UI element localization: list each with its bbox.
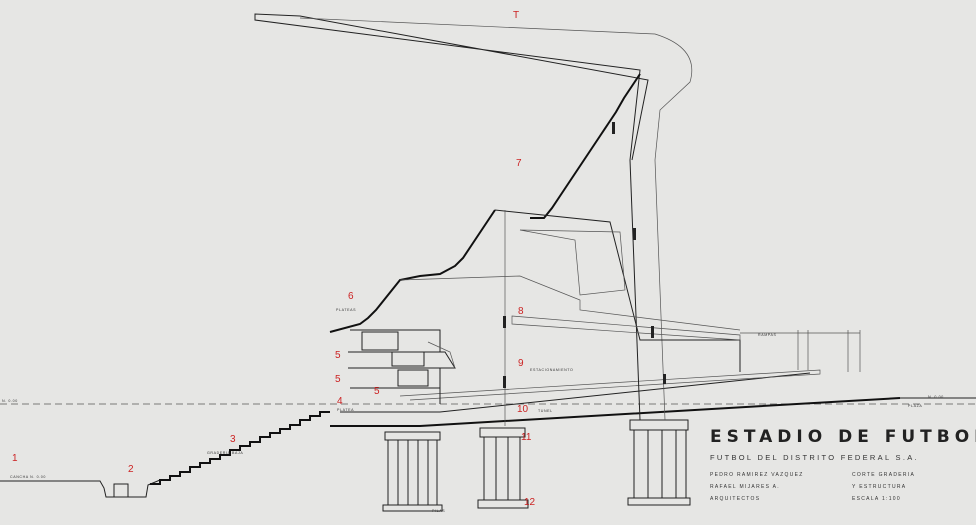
architect-1: PEDRO RAMIREZ VAZQUEZ xyxy=(710,472,804,478)
label-tunel: TUNEL xyxy=(538,409,553,413)
foundation-left xyxy=(382,431,443,512)
roof-outer-curve xyxy=(299,17,693,421)
marker-6: 6 xyxy=(348,291,354,302)
column-mark-3 xyxy=(651,326,654,338)
plateas-deck xyxy=(399,275,741,331)
middle-stand-steps xyxy=(329,209,496,333)
level-8-slab xyxy=(511,315,741,341)
moat-box xyxy=(113,483,129,498)
marker-1: 1 xyxy=(12,453,18,464)
column-mark-6 xyxy=(663,374,666,384)
drawing-subtitle: FUTBOL DEL DISTRITO FEDERAL S.A. xyxy=(710,453,919,462)
column-mark-1 xyxy=(612,122,615,134)
architects-role: ARQUITECTOS xyxy=(710,496,760,502)
marker-7: 7 xyxy=(516,158,522,169)
marker-5-upper: 5 xyxy=(335,350,341,361)
marker-10: 10 xyxy=(517,404,529,415)
label-level-right: N. 0.00 xyxy=(928,395,944,399)
label-rampas: RAMPAS xyxy=(758,333,777,337)
label-graderia-baja: GRADERIA BAJA xyxy=(207,451,243,455)
label-platea: PLATEA xyxy=(337,408,354,412)
label-estacionamiento: ESTACIONAMIENTO xyxy=(530,368,573,372)
roof-cantilever xyxy=(254,13,649,421)
fence-posts xyxy=(797,330,861,372)
label-plaza: PLAZA xyxy=(908,404,922,408)
marker-3: 3 xyxy=(230,434,236,445)
foundation-right xyxy=(627,419,691,506)
drawing-title: ESTADIO DE FUTBOL xyxy=(710,427,976,447)
marker-5-inner: 5 xyxy=(374,386,380,397)
label-pilas: PILAS xyxy=(432,509,445,513)
marker-4: 4 xyxy=(337,396,343,407)
box-levels xyxy=(348,329,456,404)
estacionamiento-slab xyxy=(340,372,811,413)
marker-9: 9 xyxy=(518,358,524,369)
upper-deck-ramp-box xyxy=(519,229,626,296)
parking-ramp xyxy=(399,369,821,401)
marker-8: 8 xyxy=(518,306,524,317)
upper-deck-frame xyxy=(494,209,741,372)
marker-2: 2 xyxy=(128,464,134,475)
marker-5-lower: 5 xyxy=(335,374,341,385)
sheet-name-1: CORTE GRADERIA xyxy=(852,472,915,478)
foundation-middle xyxy=(477,427,529,509)
tunnel-slab xyxy=(330,397,901,427)
marker-t: T xyxy=(513,10,519,21)
column-mark-5 xyxy=(503,376,506,388)
architect-2: RAFAEL MIJARES A. xyxy=(710,484,780,490)
column-mark-4 xyxy=(503,316,506,328)
marker-11: 11 xyxy=(521,432,532,443)
upper-stand-steps xyxy=(530,73,641,219)
column-mark-2 xyxy=(633,228,636,240)
label-cancha: CANCHA N. 0.00 xyxy=(10,475,46,479)
sheet-name-2: Y ESTRUCTURA xyxy=(852,484,906,490)
label-level-left: N. 0.00 xyxy=(2,399,18,403)
lower-stand-steps xyxy=(150,411,330,485)
label-plateas: PLATEAS xyxy=(336,308,356,312)
field-and-moat xyxy=(0,479,161,498)
marker-12: 12 xyxy=(524,497,536,508)
sheet-scale: ESCALA 1:100 xyxy=(852,496,901,502)
